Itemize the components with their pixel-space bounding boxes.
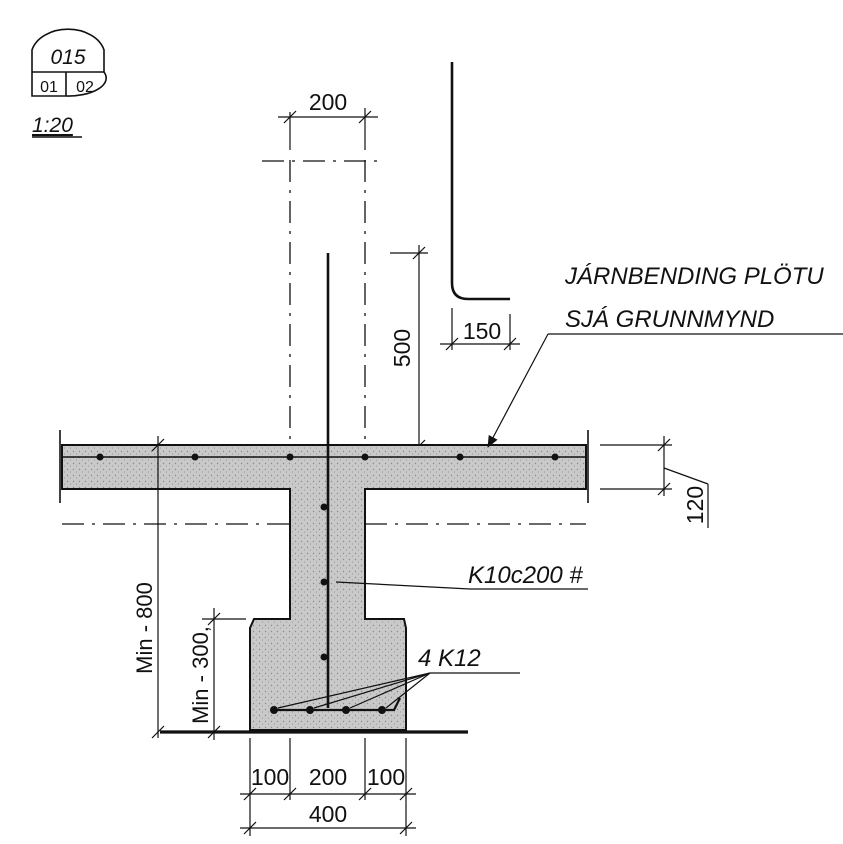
dim-hook-length-label: 150 (463, 318, 501, 344)
note-slab-reinforcement: JÁRNBENDING PLÖTU SJÁ GRUNNMYND (487, 263, 843, 448)
dim-footing-widths: 100 200 100 400 (240, 738, 416, 836)
dim-slab-thickness: 120 (600, 436, 709, 528)
dim-upstand: 500 (389, 245, 428, 453)
note-stirrups: K10c200 # (335, 562, 588, 590)
note-stirrups-label: K10c200 # (468, 562, 583, 589)
dim-footing-total-label: 400 (309, 801, 347, 827)
dim-slab-thickness-label: 120 (682, 486, 708, 524)
note-slab-line1: JÁRNBENDING PLÖTU (564, 263, 824, 290)
bent-bar (450, 62, 510, 301)
stem-rebar-dots (320, 503, 328, 661)
note-slab-leader (487, 333, 549, 448)
note-slab-line2: SJÁ GRUNNMYND (565, 306, 774, 333)
dim-footing-middle-label: 200 (309, 764, 347, 790)
detail-tag: 015 01 02 1:20 (31, 28, 107, 138)
dim-upstand-label: 500 (389, 329, 415, 367)
slab-rebar-dots (96, 453, 559, 461)
note-stirrups-leader (335, 581, 471, 590)
concrete-section (61, 444, 587, 731)
detail-tag-bottom (31, 71, 107, 97)
drawing-scale: 1:20 (32, 114, 73, 137)
note-bars-label: 4 K12 (418, 645, 481, 672)
wall-outline (262, 160, 385, 445)
detail-sheet-right: 02 (76, 79, 94, 96)
bent-bar-detail: 150 (440, 62, 520, 351)
note-longitudinal-bars: 4 K12 (277, 645, 520, 709)
dim-wall-width-label: 200 (309, 89, 347, 115)
dim-footing-height-label: Min - 300, (188, 626, 213, 724)
dim-footing-left-label: 100 (251, 764, 289, 790)
dim-footing-height: Min - 300, (188, 608, 246, 740)
detail-tag-arc (31, 28, 105, 72)
dim-footing-right-label: 100 (367, 764, 405, 790)
footing-rebar-dots (270, 706, 386, 714)
dim-foundation-depth-label: Min - 800 (132, 582, 157, 674)
detail-number: 015 (50, 46, 85, 69)
dim-foundation-depth: Min - 800 (132, 436, 165, 739)
dim-wall-width: 200 (278, 89, 378, 150)
detail-sheet-left: 01 (40, 79, 58, 96)
